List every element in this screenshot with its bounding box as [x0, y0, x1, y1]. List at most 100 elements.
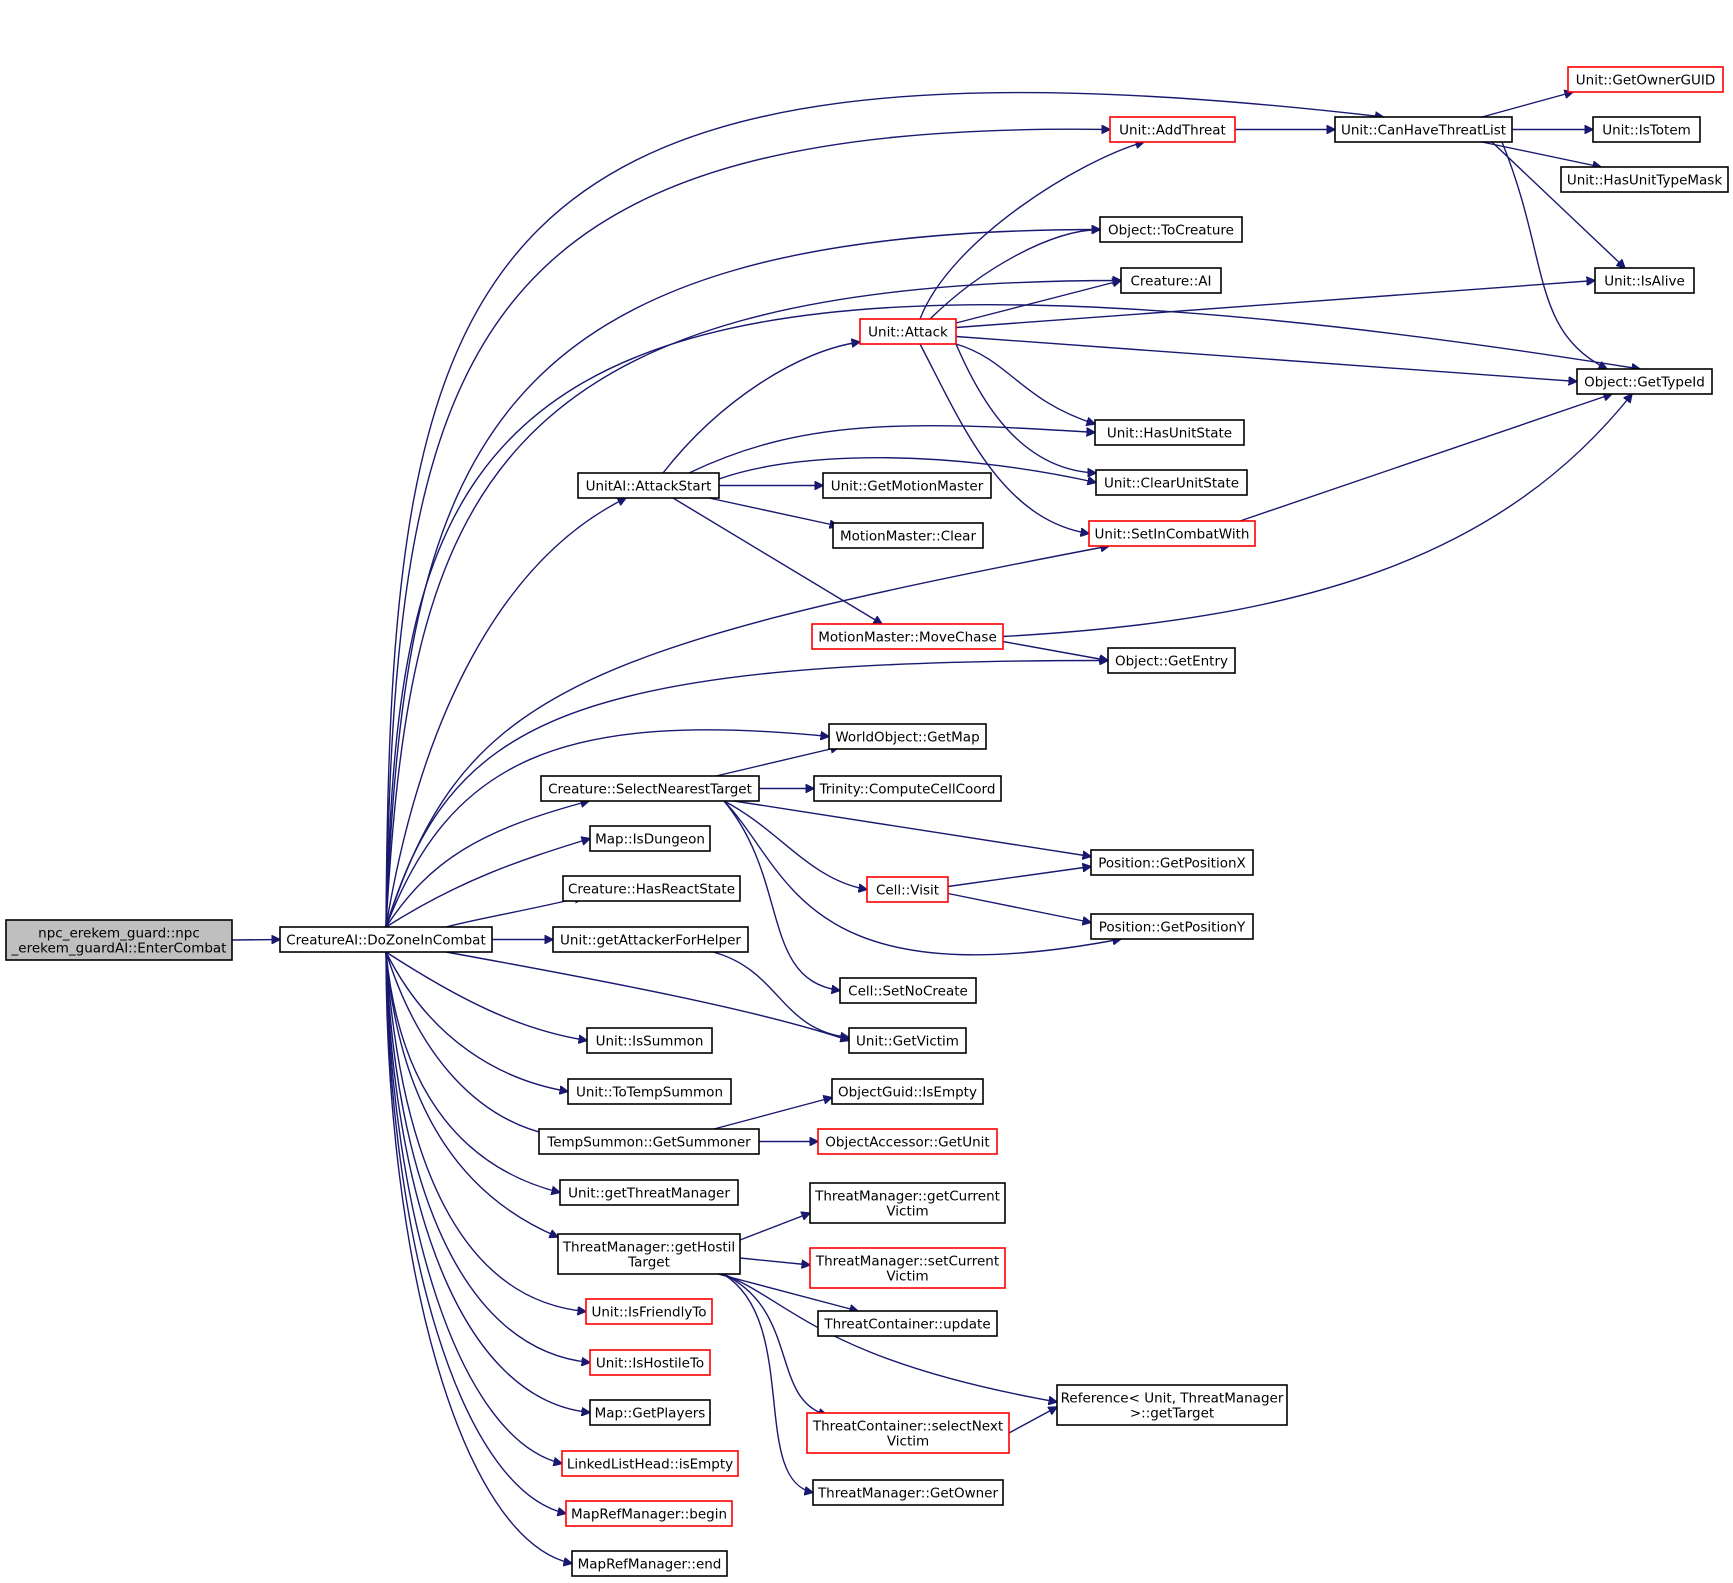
node-tmGetOwner[interactable]: ThreatManager::GetOwner: [812, 1479, 1004, 1506]
edge-doZone-to-attackStart: [385, 498, 626, 928]
node-isSummon[interactable]: Unit::IsSummon: [586, 1027, 713, 1054]
node-tcUpdate[interactable]: ThreatContainer::update: [817, 1310, 998, 1337]
node-box: [1094, 419, 1245, 446]
node-label: WorldObject::GetMap: [835, 730, 979, 746]
node-isTotem[interactable]: Unit::IsTotem: [1592, 116, 1701, 143]
node-moveChase[interactable]: MotionMaster::MoveChase: [811, 623, 1004, 650]
node-isFriendly[interactable]: Unit::IsFriendlyTo: [585, 1298, 713, 1325]
node-label: Map::GetPlayers: [595, 1406, 706, 1422]
edge-cellVisit-to-posY: [947, 892, 1091, 923]
node-getThreatMgr[interactable]: Unit::getThreatManager: [559, 1179, 739, 1206]
node-label: Victim: [886, 1204, 928, 1220]
node-label: MotionMaster::Clear: [840, 529, 976, 545]
node-box: [561, 1450, 739, 1477]
edge-doZone-to-isHostile: [385, 951, 590, 1363]
node-refGetTarget[interactable]: Reference< Unit, ThreatManager>::getTarg…: [1056, 1384, 1288, 1426]
node-getSummoner[interactable]: TempSummon::GetSummoner: [538, 1128, 760, 1155]
node-label: Target: [627, 1255, 670, 1271]
edge-doZone-to-getSummoner: [385, 951, 551, 1135]
node-creatureAI[interactable]: Creature::AI: [1120, 267, 1222, 294]
node-getMotion[interactable]: Unit::GetMotionMaster: [822, 472, 992, 499]
node-label: Unit::SetInCombatWith: [1095, 527, 1250, 543]
node-posY[interactable]: Position::GetPositionY: [1090, 913, 1254, 940]
node-getPlayers[interactable]: Map::GetPlayers: [589, 1399, 711, 1426]
node-hasReact[interactable]: Creature::HasReactState: [562, 875, 741, 902]
node-root[interactable]: npc_erekem_guard::npc_erekem_guardAI::En…: [5, 919, 233, 961]
node-setInCombat[interactable]: Unit::SetInCombatWith: [1088, 520, 1256, 547]
node-box: [540, 775, 760, 802]
node-box: [812, 1479, 1004, 1506]
node-label: >::getTarget: [1130, 1406, 1214, 1422]
edge-attack-to-creatureAI: [955, 281, 1121, 324]
node-posX[interactable]: Position::GetPositionX: [1090, 849, 1254, 876]
node-hasUnitState[interactable]: Unit::HasUnitState: [1094, 419, 1245, 446]
node-box: [817, 1128, 998, 1155]
node-box: [866, 876, 949, 903]
node-label: MapRefManager::end: [578, 1557, 722, 1573]
node-oaGetUnit[interactable]: ObjectAccessor::GetUnit: [817, 1128, 998, 1155]
nodes: npc_erekem_guard::npc_erekem_guardAI::En…: [5, 66, 1729, 1577]
node-attackStart[interactable]: UnitAI::AttackStart: [577, 472, 720, 499]
node-getEntry[interactable]: Object::GetEntry: [1107, 647, 1236, 674]
node-label: MapRefManager::begin: [571, 1507, 727, 1523]
edge-root-to-doZone: [231, 940, 280, 941]
node-mmClear[interactable]: MotionMaster::Clear: [832, 522, 984, 549]
node-cellCoord[interactable]: Trinity::ComputeCellCoord: [813, 775, 1002, 802]
node-getAttacker[interactable]: Unit::getAttackerForHelper: [552, 926, 749, 953]
node-end[interactable]: MapRefManager::end: [571, 1550, 728, 1577]
edge-doZone-to-isSummon: [385, 951, 587, 1041]
node-box: [1594, 267, 1695, 294]
edge-doZone-to-toCreature: [385, 230, 1100, 928]
node-canHaveThreat[interactable]: Unit::CanHaveThreatList: [1334, 116, 1513, 143]
node-toTemp[interactable]: Unit::ToTempSummon: [567, 1078, 732, 1105]
node-label: Unit::GetVictim: [856, 1034, 959, 1050]
node-selectNearest[interactable]: Creature::SelectNearestTarget: [540, 775, 760, 802]
node-setNoCreate[interactable]: Cell::SetNoCreate: [839, 977, 977, 1004]
edge-doZone-to-getVictim: [445, 951, 849, 1041]
node-toCreature[interactable]: Object::ToCreature: [1099, 216, 1243, 243]
node-box: [811, 623, 1004, 650]
edge-doZone-to-toTemp: [385, 951, 568, 1092]
edge-doZone-to-selectNearest: [385, 801, 589, 928]
node-label: Trinity::ComputeCellCoord: [819, 782, 996, 798]
node-clearUnitState[interactable]: Unit::ClearUnitState: [1095, 469, 1248, 496]
node-getTypeId[interactable]: Object::GetTypeId: [1576, 368, 1713, 395]
node-box: [589, 825, 711, 852]
node-isAlive[interactable]: Unit::IsAlive: [1594, 267, 1695, 294]
node-isDungeon[interactable]: Map::IsDungeon: [589, 825, 711, 852]
node-getMap[interactable]: WorldObject::GetMap: [828, 723, 987, 750]
node-box: [813, 775, 1002, 802]
node-attack[interactable]: Unit::Attack: [859, 318, 957, 345]
node-hasUnitTypeMask[interactable]: Unit::HasUnitTypeMask: [1560, 166, 1729, 193]
edge-attackStart-to-hasUnitState: [688, 424, 1095, 474]
node-doZone[interactable]: CreatureAI::DoZoneInCombat: [279, 926, 493, 953]
edge-doZone-to-getMap: [385, 729, 829, 928]
node-getVictim[interactable]: Unit::GetVictim: [848, 1027, 967, 1054]
edge-attack-to-isAlive: [955, 281, 1595, 329]
node-isHostile[interactable]: Unit::IsHostileTo: [589, 1349, 711, 1376]
node-box: [1107, 647, 1236, 674]
node-box: [585, 1298, 713, 1325]
node-box: [828, 723, 987, 750]
node-label: Unit::IsAlive: [1604, 274, 1685, 290]
node-label: Unit::IsFriendlyTo: [591, 1305, 706, 1321]
node-getOwnerGUID[interactable]: Unit::GetOwnerGUID: [1567, 66, 1724, 93]
node-label: Position::GetPositionY: [1099, 920, 1246, 936]
node-label: npc_erekem_guard::npc: [38, 926, 200, 942]
node-label: LinkedListHead::isEmpty: [567, 1457, 733, 1473]
node-box: [1095, 469, 1248, 496]
node-cellVisit[interactable]: Cell::Visit: [866, 876, 949, 903]
node-label: Unit::getAttackerForHelper: [560, 933, 741, 949]
node-addThreat[interactable]: Unit::AddThreat: [1109, 116, 1236, 143]
edge-attackStart-to-attack: [662, 342, 860, 474]
edge-getHostil-to-tmGetOwner: [722, 1273, 813, 1493]
node-isEmptyLL[interactable]: LinkedListHead::isEmpty: [561, 1450, 739, 1477]
node-begin[interactable]: MapRefManager::begin: [565, 1500, 733, 1527]
edge-doZone-to-begin: [385, 951, 566, 1514]
edge-attackStart-to-moveChase: [672, 497, 882, 624]
node-guidEmpty[interactable]: ObjectGuid::IsEmpty: [831, 1078, 984, 1105]
